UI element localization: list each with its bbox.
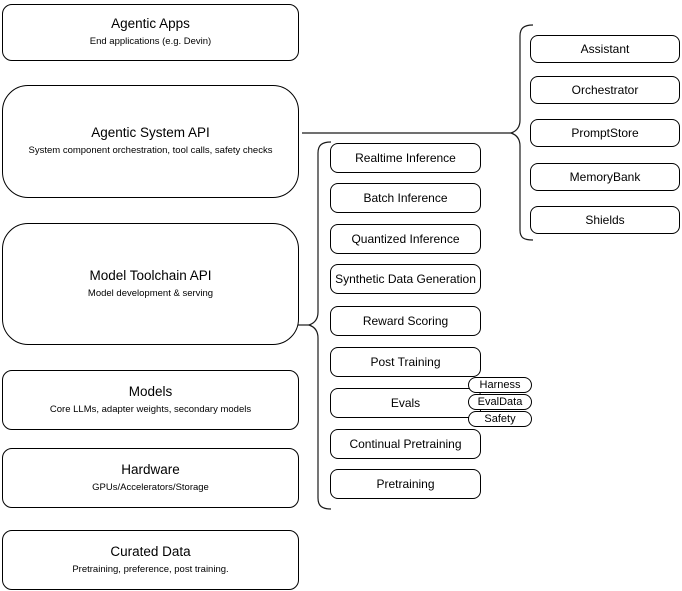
component-shields: Shields: [530, 206, 680, 234]
node-agentic-system-api: Agentic System API System component orch…: [2, 85, 299, 198]
component-orchestrator: Orchestrator: [530, 76, 680, 104]
toolchain-item-evals: Evals: [330, 388, 481, 418]
node-title: Curated Data: [110, 543, 191, 559]
bracket-toolchain-items: [307, 141, 332, 510]
toolchain-item-quantized-inference: Quantized Inference: [330, 224, 481, 254]
toolchain-item-pretraining: Pretraining: [330, 469, 481, 499]
node-subtitle: Pretraining, preference, post training.: [72, 563, 229, 575]
evals-tag-harness: Harness: [468, 377, 532, 393]
node-subtitle: GPUs/Accelerators/Storage: [92, 481, 209, 493]
node-curated-data: Curated Data Pretraining, preference, po…: [2, 530, 299, 590]
toolchain-item-continual-pretraining: Continual Pretraining: [330, 429, 481, 459]
node-subtitle: System component orchestration, tool cal…: [28, 145, 273, 157]
node-title: Hardware: [121, 461, 180, 477]
node-subtitle: End applications (e.g. Devin): [89, 36, 212, 48]
evals-tag-safety: Safety: [468, 411, 532, 427]
node-title: Model Toolchain API: [89, 267, 212, 283]
node-subtitle: Core LLMs, adapter weights, secondary mo…: [49, 403, 252, 415]
toolchain-item-synthetic-data-generation: Synthetic Data Generation: [330, 264, 481, 294]
evals-tag-evaldata: EvalData: [468, 394, 532, 410]
component-promptstore: PromptStore: [530, 119, 680, 147]
node-models: Models Core LLMs, adapter weights, secon…: [2, 370, 299, 430]
component-memorybank: MemoryBank: [530, 163, 680, 191]
toolchain-item-post-training: Post Training: [330, 347, 481, 377]
toolchain-item-realtime-inference: Realtime Inference: [330, 143, 481, 173]
node-hardware: Hardware GPUs/Accelerators/Storage: [2, 448, 299, 508]
toolchain-item-batch-inference: Batch Inference: [330, 183, 481, 213]
node-title: Models: [128, 383, 173, 399]
component-assistant: Assistant: [530, 35, 680, 63]
node-title: Agentic System API: [91, 125, 210, 141]
toolchain-item-reward-scoring: Reward Scoring: [330, 306, 481, 336]
node-agentic-apps: Agentic Apps End applications (e.g. Devi…: [2, 4, 299, 61]
node-subtitle: Model development & serving: [87, 287, 214, 299]
node-title: Agentic Apps: [111, 16, 190, 32]
node-model-toolchain-api: Model Toolchain API Model development & …: [2, 223, 299, 345]
